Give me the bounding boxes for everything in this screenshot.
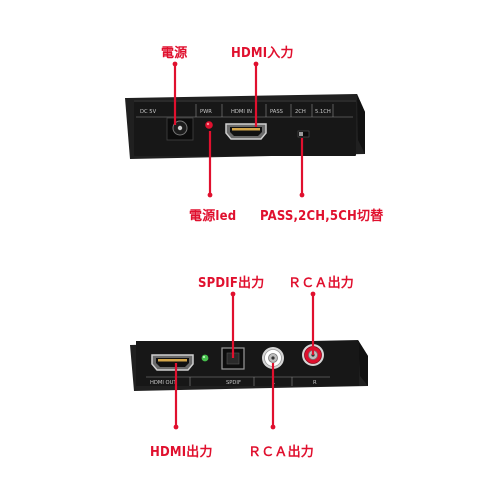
panel-label-right: R [313,380,317,386]
status-led-icon [201,354,209,362]
panel-label-51ch: 5.1CH [315,109,331,115]
panel-label-hdmi-in: HDMI IN [231,109,252,115]
hdmi-port-icon [151,354,194,371]
panel-label-pass: PASS [270,109,283,115]
callout-hdmi-output: HDMI出力 [150,445,213,460]
callout-rca-output-top: ＲＣＡ出力 [288,276,355,291]
panel-label-pwr: PWR [200,109,212,115]
callout-power-led: 電源led [189,209,237,224]
panel-label-spdif: SPDIF [226,380,241,386]
power-led-icon [205,121,213,129]
callout-mode-switch: PASS,2CH,5CH切替 [260,209,384,224]
dc-jack-icon [166,117,194,141]
panel-label-hdmi-out: HDMI OUT [150,380,177,386]
top-callout-lines [172,61,305,198]
callout-power: 電源 [161,46,188,61]
top-device: DC 5V PWR HDMI IN PASS 2CH 5.1CH [125,94,365,159]
mode-switch-icon [297,130,310,138]
callout-rca-output-bottom: ＲＣＡ出力 [248,445,315,460]
panel-label-dc: DC 5V [140,109,157,115]
bottom-callout-lines [173,291,316,430]
bottom-device: HDMI OUT SPDIF L R [130,340,368,391]
callout-spdif-output: SPDIF出力 [198,276,265,291]
hdmi-port-icon [225,123,267,140]
panel-label-2ch: 2CH [295,109,306,115]
callout-hdmi-input: HDMI入力 [231,46,294,61]
rca-left-icon [262,347,284,369]
